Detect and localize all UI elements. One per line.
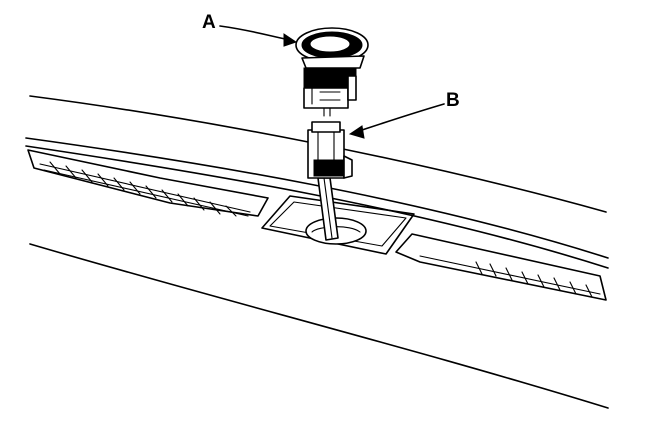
callout-label-a: A [202,12,216,33]
right-vent [395,233,607,301]
callout-label-b: B [446,90,460,111]
left-vent [27,149,269,217]
switch [295,27,369,117]
leader-line-b [348,103,445,139]
leader-line-a [219,25,298,47]
switch-recess [261,195,415,255]
connector [307,121,353,179]
